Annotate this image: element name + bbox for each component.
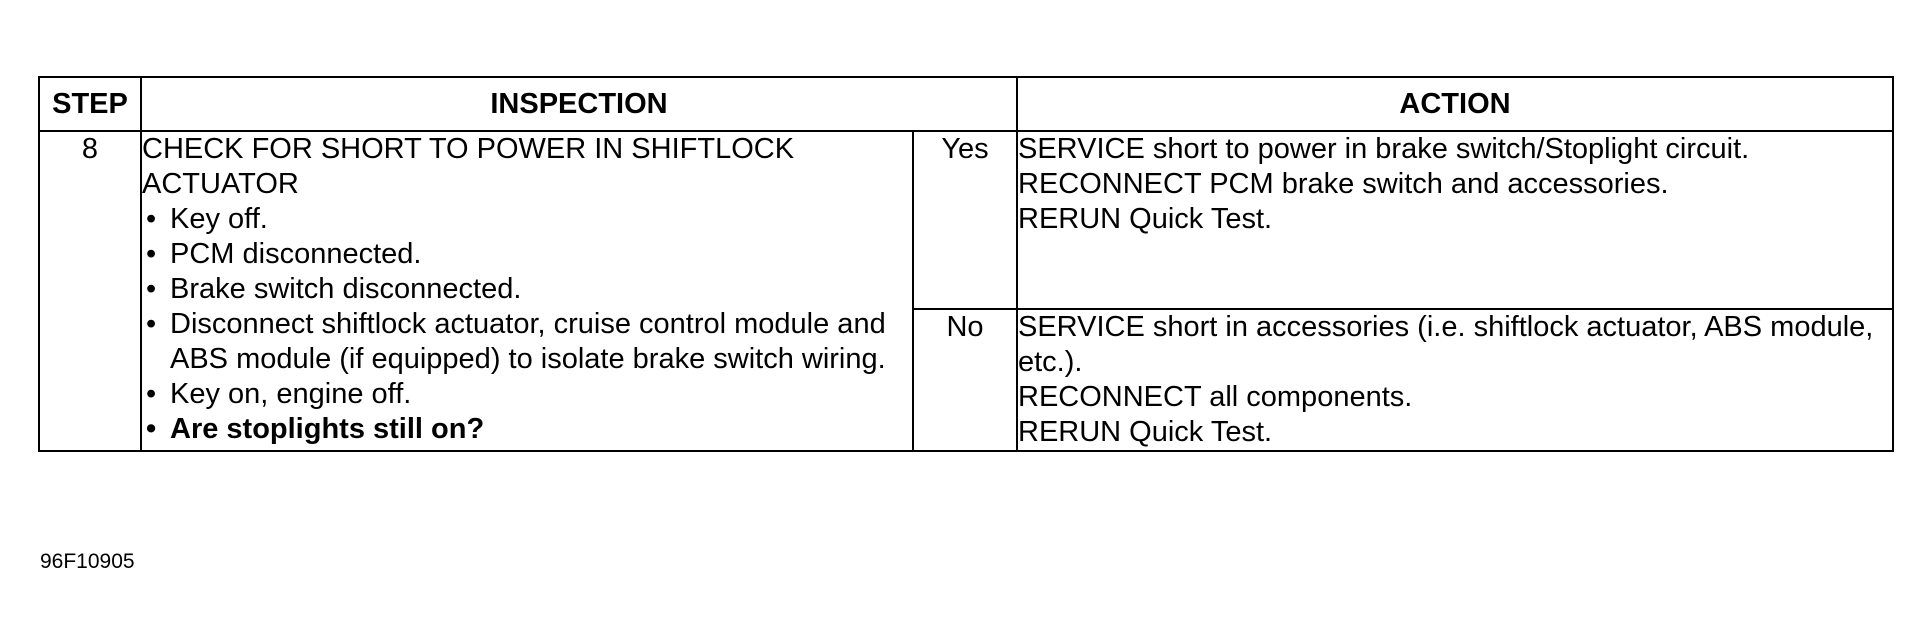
answer-no: No (912, 308, 1018, 452)
step-number: 8 (38, 130, 142, 452)
action-line: SERVICE short to power in brake switch/S… (1018, 133, 1750, 165)
bullet-icon: • (146, 203, 157, 235)
inspection-question: •Are stoplights still on? (146, 413, 485, 445)
bullet-icon: • (146, 413, 157, 445)
inspection-list: •Key off. •PCM disconnected. •Brake swit… (142, 202, 912, 447)
step-header: STEP (38, 76, 142, 132)
inspection-item: •Disconnect shiftlock actuator, cruise c… (146, 308, 886, 375)
action-line: RECONNECT PCM brake switch and accessori… (1018, 168, 1669, 200)
bullet-icon: • (146, 308, 157, 340)
inspection-item: •Key off. (146, 203, 268, 235)
inspection-header: INSPECTION (140, 76, 1018, 132)
inspection-item: •Key on, engine off. (146, 378, 412, 410)
inspection-cell: CHECK FOR SHORT TO POWER IN SHIFTLOCK AC… (140, 130, 914, 452)
answer-yes: Yes (912, 130, 1018, 310)
diagnostic-table: STEP INSPECTION ACTION 8 CHECK FOR SHORT… (38, 76, 1894, 452)
action-line: RERUN Quick Test. (1018, 203, 1273, 235)
action-header: ACTION (1016, 76, 1894, 132)
step-row-no: No SERVICE short in accessories (i.e. sh… (39, 308, 1894, 452)
action-line: RERUN Quick Test. (1018, 416, 1273, 448)
step-row-yes: 8 CHECK FOR SHORT TO POWER IN SHIFTLOCK … (38, 130, 1894, 452)
bullet-icon: • (146, 378, 157, 410)
action-no: SERVICE short in accessories (i.e. shift… (1016, 308, 1894, 452)
inspection-title: CHECK FOR SHORT TO POWER IN SHIFTLOCK AC… (142, 133, 795, 200)
header-row: STEP INSPECTION ACTION (38, 76, 1894, 132)
action-line: SERVICE short in accessories (i.e. shift… (1018, 311, 1874, 378)
bullet-icon: • (146, 273, 157, 305)
inspection-item: •PCM disconnected. (146, 238, 422, 270)
bullet-icon: • (146, 238, 157, 270)
figure-id: 96F10905 (40, 550, 135, 573)
action-yes: SERVICE short to power in brake switch/S… (1016, 130, 1894, 310)
action-line: RECONNECT all components. (1018, 381, 1413, 413)
inspection-item: •Brake switch disconnected. (146, 273, 522, 305)
